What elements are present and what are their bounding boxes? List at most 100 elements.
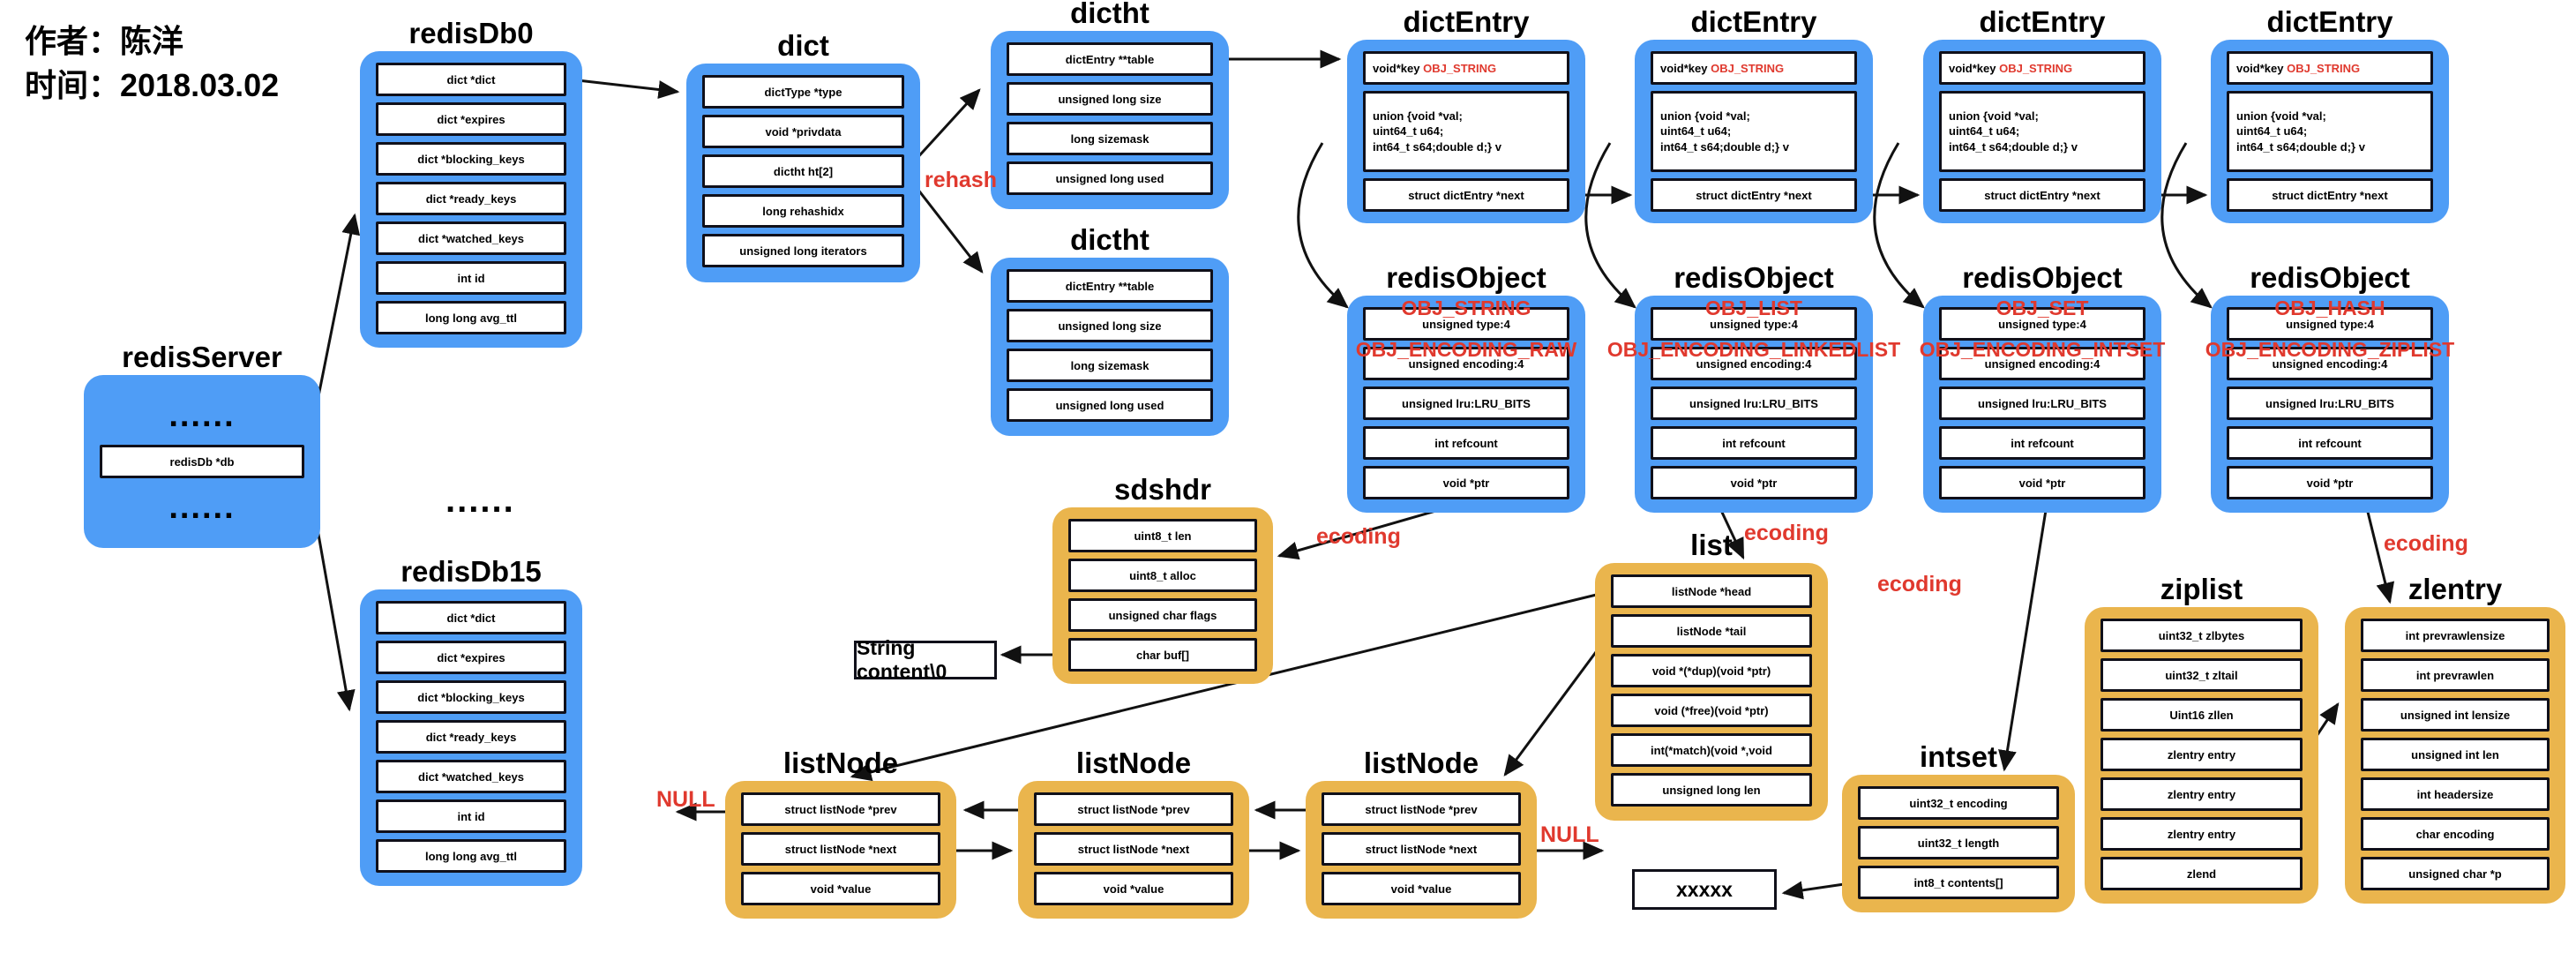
struct-field-row: dict *blocking_keys bbox=[376, 142, 566, 176]
struct-field-row: struct listNode *next bbox=[1034, 832, 1233, 866]
field-name: void*key bbox=[1949, 61, 2000, 75]
null-label-left: NULL bbox=[656, 787, 715, 812]
struct-field-row: int id bbox=[376, 799, 566, 833]
struct-title-dictht-1: dictht bbox=[1070, 223, 1149, 256]
struct-field-row: unsigned int len bbox=[2361, 738, 2550, 771]
union-line: union {void *val; bbox=[2236, 109, 2326, 124]
struct-field-row: uint32_t encoding bbox=[1858, 786, 2059, 820]
struct-field-row: unsigned long size bbox=[1007, 309, 1213, 342]
struct-field-row: struct listNode *next bbox=[741, 832, 940, 866]
ecoding-label-sdshdr: ecoding bbox=[1316, 524, 1401, 549]
struct-field-row: struct listNode *next bbox=[1322, 832, 1521, 866]
struct-field-row: void *value bbox=[1034, 872, 1233, 905]
struct-title-dictentry-2: dictEntry bbox=[1690, 5, 1817, 38]
ellipsis-between-dbs: ...... bbox=[446, 481, 515, 520]
string-content-box: String content\0 bbox=[854, 636, 997, 683]
struct-field-row: dictht ht[2] bbox=[702, 154, 904, 188]
struct-field-row: uint8_t len bbox=[1068, 519, 1257, 552]
struct-field-row: Uint16 zllen bbox=[2100, 698, 2303, 732]
struct-field-row: int refcount bbox=[1363, 426, 1569, 460]
union-line: uint64_t u64; bbox=[1373, 124, 1444, 139]
struct-redisobject-hash: redisObject OBJ_HASH OBJ_ENCODING_ZIPLIS… bbox=[2205, 261, 2454, 513]
type-constant-inline: OBJ_STRING bbox=[1999, 61, 2073, 75]
struct-field-row-keyed: void*key OBJ_STRING bbox=[1939, 51, 2145, 85]
ellipsis-row: ...... bbox=[168, 488, 236, 526]
struct-redisobject-set: redisObject OBJ_SET OBJ_ENCODING_INTSET … bbox=[1920, 261, 2165, 513]
union-line: int64_t s64;double d;} v bbox=[2236, 139, 2365, 154]
redisserver-rows: ......redisDb *db...... bbox=[100, 386, 304, 537]
struct-redisobject-string: redisObject OBJ_STRING OBJ_ENCODING_RAW … bbox=[1347, 261, 1585, 513]
struct-title-redisserver: redisServer bbox=[122, 341, 282, 373]
struct-field-row: unsigned char flags bbox=[1068, 598, 1257, 632]
curve-dictentry4-redisobject4 bbox=[2160, 142, 2213, 309]
struct-field-row: unsigned type:4 bbox=[1939, 307, 2145, 341]
struct-field-row: struct dictEntry *next bbox=[1651, 178, 1857, 212]
type-constant-label: OBJ_HASH bbox=[2274, 296, 2385, 319]
struct-title-redisobject-hash: redisObject bbox=[2250, 261, 2410, 294]
union-line: union {void *val; bbox=[1949, 109, 2039, 124]
struct-field-row-keyed: void*key OBJ_STRING bbox=[1363, 51, 1569, 85]
union-line: int64_t s64;double d;} v bbox=[1373, 139, 1501, 154]
struct-title-dictht-0: dictht bbox=[1070, 0, 1149, 29]
struct-title-intset: intset bbox=[1919, 740, 1998, 773]
struct-field-row: dict *watched_keys bbox=[376, 221, 566, 255]
struct-title-redisobject-list: redisObject bbox=[1674, 261, 1834, 294]
struct-field-row: listNode *head bbox=[1611, 574, 1812, 608]
struct-field-row: long sizemask bbox=[1007, 349, 1213, 382]
struct-field-row: unsigned char *p bbox=[2361, 857, 2550, 890]
struct-field-row: zlend bbox=[2100, 857, 2303, 890]
arrow-redisobject3-intset bbox=[1998, 504, 2048, 772]
encoding-constant-label: OBJ_ENCODING_RAW bbox=[1355, 338, 1577, 361]
union-line: uint64_t u64; bbox=[1660, 124, 1732, 139]
struct-field-row: unsigned long used bbox=[1007, 388, 1213, 422]
struct-field-row: unsigned long len bbox=[1611, 773, 1812, 807]
struct-title-ziplist: ziplist bbox=[2160, 573, 2243, 605]
struct-field-row-keyed: void*key OBJ_STRING bbox=[2227, 51, 2433, 85]
struct-field-row: uint32_t zltail bbox=[2100, 658, 2303, 692]
ecoding-label-zlentry: ecoding bbox=[2384, 531, 2468, 556]
union-line: uint64_t u64; bbox=[2236, 124, 2308, 139]
struct-field-row: void *ptr bbox=[1651, 466, 1857, 499]
encoding-constant-label: OBJ_ENCODING_LINKEDLIST bbox=[1606, 338, 1901, 361]
struct-field-row: dict *ready_keys bbox=[376, 182, 566, 215]
arrow-redisdb0-dict bbox=[569, 78, 680, 99]
struct-field-row: unsigned long used bbox=[1007, 161, 1213, 195]
struct-field-row: int refcount bbox=[1939, 426, 2145, 460]
type-constant-label: OBJ_LIST bbox=[1705, 296, 1802, 319]
struct-field-row: unsigned type:4 bbox=[2227, 307, 2433, 341]
struct-field-row: int(*match)(void *,void bbox=[1611, 733, 1812, 767]
struct-field-row: long rehashidx bbox=[702, 194, 904, 228]
struct-field-row: struct dictEntry *next bbox=[1939, 178, 2145, 212]
type-constant-inline: OBJ_STRING bbox=[2287, 61, 2361, 75]
field-name: void*key bbox=[1660, 61, 1711, 75]
struct-field-row: void *(*dup)(void *ptr) bbox=[1611, 654, 1812, 687]
null-label-right: NULL bbox=[1540, 822, 1599, 847]
struct-title-listnode-1: listNode bbox=[783, 747, 899, 779]
struct-field-row: unsigned lru:LRU_BITS bbox=[1939, 386, 2145, 420]
ecoding-label-intset: ecoding bbox=[1877, 572, 1962, 597]
struct-field-row: unsigned int lensize bbox=[2361, 698, 2550, 732]
union-line: int64_t s64;double d;} v bbox=[1660, 139, 1789, 154]
struct-field-row: char buf[] bbox=[1068, 638, 1257, 672]
struct-field-row: unsigned long iterators bbox=[702, 234, 904, 267]
field-name: void*key bbox=[2236, 61, 2288, 75]
